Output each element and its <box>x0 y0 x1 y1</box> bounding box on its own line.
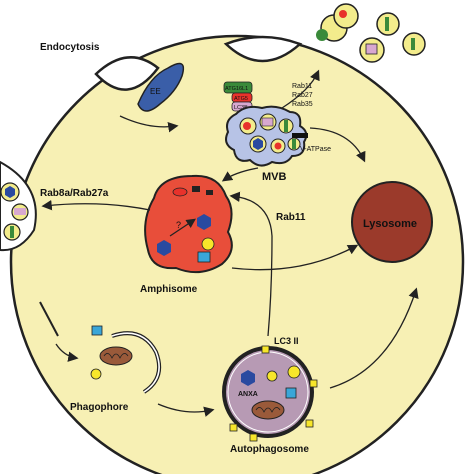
autophagosome-cargo <box>287 365 301 379</box>
lc3-ii-marker <box>305 419 314 428</box>
rab11-label: Rab11 <box>276 212 306 223</box>
autophagosome-mitochondrion <box>251 400 285 420</box>
atg5-label: ATG5 <box>234 96 248 102</box>
lc3-ii-marker <box>309 379 318 388</box>
exosome-cargo <box>14 208 26 215</box>
arrow-mvb-to-secretion <box>281 69 320 109</box>
intraluminal-vesicles <box>239 113 301 154</box>
extracellular-vesicles-top-right <box>316 3 426 63</box>
lc3-ii-label: LC3 II <box>274 336 299 346</box>
rab-secretion-labels: Rab11 Rab27 Rab35 <box>292 83 313 108</box>
v-atpase-pump <box>292 133 308 138</box>
arrow-mvb-to-amphisome <box>221 167 259 182</box>
early-endosome-label: EE <box>150 87 161 96</box>
exosome-cargo <box>5 186 15 198</box>
early-endosome <box>137 62 185 112</box>
membrane-fragment <box>39 301 59 337</box>
mitochondrion-cristae <box>103 353 129 359</box>
phagophore-cargo <box>91 325 103 336</box>
autophagosome-label: Autophagosome <box>230 444 309 455</box>
exosome <box>316 29 328 41</box>
ilv-cargo <box>253 138 263 150</box>
amphisome-ilv <box>172 187 188 197</box>
extracellular-vesicles-left <box>0 182 29 241</box>
lysosome <box>351 181 433 263</box>
arrow-phagophore-to-autophagosome <box>157 403 215 417</box>
autophagosome-cargo <box>285 387 297 399</box>
ilv-cargo <box>284 120 288 132</box>
exosome-cargo <box>411 38 415 50</box>
endocytic-pit-right <box>223 35 303 63</box>
autophagosome-mitochondrion-cristae <box>255 407 281 413</box>
ilv-cargo <box>274 142 282 150</box>
rab11-secretion-label: Rab11 <box>292 83 312 90</box>
endocytosis-label: Endocytosis <box>40 42 100 53</box>
arrow-amphisome-to-exocytosis <box>41 199 151 211</box>
arrow-ee-to-mvb <box>119 115 179 133</box>
v-atpase-label: V-ATPase <box>300 146 331 153</box>
amphisome-cargo <box>201 237 215 251</box>
autophagosome-cargo <box>241 370 255 386</box>
exosome-cargo <box>339 10 347 18</box>
lc3-ii-marker <box>261 345 270 354</box>
rab8a-rab27a-label: Rab8a/Rab27a <box>40 188 109 199</box>
lc3-ii-marker <box>249 433 258 442</box>
amphisome-label: Amphisome <box>140 284 198 295</box>
ilv-cargo <box>243 122 251 130</box>
phagophore-label: Phagophore <box>70 402 129 413</box>
amphisome-question-arrow <box>169 218 196 237</box>
arrow-amphisome-to-lysosome <box>231 244 359 271</box>
autophagosome-cargo <box>266 370 278 382</box>
arrow-autophagosome-to-lysosome <box>329 287 419 389</box>
phagophore-cargo <box>90 368 102 380</box>
atg16l1-label: ATG16L1 <box>225 86 248 92</box>
amphisome-ilv <box>192 186 200 192</box>
amphisome-cargo <box>197 251 211 263</box>
exosome-cargo <box>385 17 389 31</box>
amphisome-cargo <box>157 240 171 256</box>
question-mark: ? <box>176 220 181 230</box>
rab35-secretion-label: Rab35 <box>292 101 313 108</box>
amphisome-cargo <box>197 214 211 230</box>
mvb-label: MVB <box>262 171 287 183</box>
exosome-cargo <box>365 43 378 55</box>
anxa-label: ANXA <box>238 391 258 398</box>
arrow-to-phagophore <box>55 343 79 362</box>
ilv-cargo <box>292 139 296 149</box>
endocytic-pit-left <box>94 56 160 91</box>
arrow-autophagosome-to-amphisome <box>229 191 273 337</box>
lc3-ii-marker <box>229 423 238 432</box>
phagophore-inner <box>111 332 160 393</box>
amphisome-contents <box>157 186 215 263</box>
amphisome-ilv <box>206 190 213 195</box>
mitochondrion <box>99 346 133 366</box>
exosome-cargo <box>10 226 14 238</box>
autophagosome-contents: ANXA <box>238 365 301 420</box>
membrane-fragment-inner <box>43 301 63 337</box>
arrow-mvb-to-lysosome <box>309 127 366 163</box>
rab27-secretion-label: Rab27 <box>292 92 313 99</box>
lc3b-label: LC3B <box>234 105 248 111</box>
lysosome-label: Lysosome <box>363 218 417 230</box>
ilv-cargo <box>261 117 274 127</box>
cell-membrane <box>9 34 465 474</box>
